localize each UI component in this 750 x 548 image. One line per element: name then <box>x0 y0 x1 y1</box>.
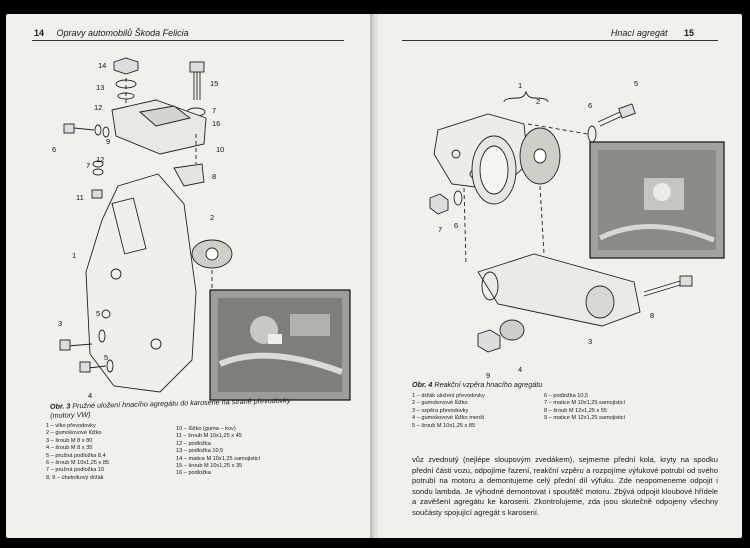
callout-7: 7 <box>212 106 216 115</box>
legend-item: 3 – vzpěra převodovky <box>412 407 469 414</box>
legend-item: 7 – pružná podložka 10 <box>46 467 105 474</box>
callout-12b: 12 <box>96 155 104 164</box>
callout-3: 3 <box>588 337 592 346</box>
figure-3-legend-col1: 1 – víko převodovky 2 – gumokovové lůžko… <box>46 423 109 482</box>
right-page-header: Hnací agregát 15 <box>611 28 694 38</box>
right-page: Hnací agregát 15 <box>378 14 742 538</box>
legend-item: 14 – matice M 10x1,25 samojisticí <box>176 455 261 462</box>
legend-item: 8 – šroub M 12x1,25 x 55 <box>544 407 608 414</box>
callout-8: 8 <box>650 311 654 320</box>
callout-4: 4 <box>518 365 522 374</box>
callout-16: 16 <box>212 119 220 128</box>
legend-item: 12 – podložka <box>176 440 211 447</box>
callout-4: 4 <box>88 391 92 400</box>
figure-4-legend-col1: 1 – držák uložení převodovky 2 – gumokov… <box>412 393 485 430</box>
callout-12: 12 <box>94 103 102 112</box>
legend-item: 4 – gumokovové lůžko menší <box>412 415 485 422</box>
callout-10: 10 <box>216 145 224 154</box>
callout-1: 1 <box>72 251 76 260</box>
header-rule <box>32 40 344 41</box>
figure-4-legend-col2: 6 – podložka 10,5 7 – matice M 10x1,25 s… <box>544 393 625 423</box>
callout-14: 14 <box>98 61 106 70</box>
legend-item: 3 – šroub M 8 x 80 <box>46 437 93 444</box>
legend-item: 16 – podložka <box>176 470 211 477</box>
callout-8: 8 <box>212 172 216 181</box>
legend-item: 9 – matice M 12x1,25 samojisticí <box>544 415 626 422</box>
legend-item: 11 – šroub M 10x1,25 x 45 <box>176 433 242 440</box>
legend-item: 13 – podložka 10,5 <box>176 448 224 455</box>
legend-item: 10 – lůžko (guma – kov) <box>176 426 236 432</box>
callout-11: 11 <box>76 193 84 202</box>
callout-13: 13 <box>96 83 104 92</box>
body-paragraph: vůz zvednutý (nejlépe sloupovým zvedákem… <box>412 455 718 517</box>
legend-item: 7 – matice M 10x1,25 samojisticí <box>544 400 626 407</box>
legend-item: 2 – gumokovové lůžko <box>412 400 468 407</box>
callout-5: 5 <box>634 79 638 88</box>
callout-6: 6 <box>52 145 56 154</box>
left-page-header: 14 Opravy automobilů Škoda Felicia <box>34 28 189 38</box>
callout-7: 7 <box>438 225 442 234</box>
caption-text-2: (motory VW) <box>50 409 91 420</box>
callout-5: 5 <box>96 309 100 318</box>
figure-3-legend-col2: 10 – lůžko (guma – kov) 11 – šroub M 10x… <box>176 426 260 478</box>
legend-item: 6 – podložka 10,5 <box>544 393 589 399</box>
legend-item: 2 – gumokovové lůžko <box>46 430 102 437</box>
page-number: 15 <box>683 28 694 38</box>
left-page: 14 Opravy automobilů Škoda Felicia <box>6 14 372 538</box>
callout-9: 9 <box>486 371 490 380</box>
callout-6b: 6 <box>454 221 458 230</box>
figure-4-caption: Obr. 4 Reakční vzpěra hnacího agregátu <box>412 380 712 389</box>
callout-1: 1 <box>518 81 522 90</box>
legend-item: 5 – šroub M 10x1,25 x 85 <box>412 422 476 429</box>
callout-2: 2 <box>536 97 540 106</box>
callout-6: 6 <box>588 101 592 110</box>
figure-3-illustration: 14 15 13 7 16 12 6 10 9 12 7 8 11 2 1 3 … <box>52 57 351 401</box>
caption-text: Reakční vzpěra hnacího agregátu <box>434 380 543 389</box>
callout-2: 2 <box>210 213 214 222</box>
legend-item: 8, 9 – úhelníkový držák <box>46 474 104 481</box>
callout-9: 9 <box>106 137 110 146</box>
header-rule <box>402 40 718 41</box>
running-title: Opravy automobilů Škoda Felicia <box>56 28 189 38</box>
callout-3: 3 <box>58 319 62 328</box>
legend-item: 6 – šroub M 10x1,25 x 85 <box>46 460 110 467</box>
page-number: 14 <box>34 28 45 38</box>
callout-7b: 7 <box>86 161 90 170</box>
callout-5b: 5 <box>104 353 108 362</box>
book-gutter <box>370 14 380 538</box>
running-title: Hnací agregát <box>610 28 668 38</box>
legend-item: 5 – pružná podložka 8,4 <box>46 452 106 459</box>
legend-item: 15 – šroub M 10x1,25 x 35 <box>176 463 243 470</box>
legend-item: 1 – držák uložení převodovky <box>412 393 485 399</box>
caption-label: Obr. 4 <box>412 380 433 389</box>
legend-item: 4 – šroub M 8 x 35 <box>46 445 93 452</box>
figure-4-illustration: 1 2 5 6 7 6 8 3 9 4 <box>429 79 725 380</box>
legend-item: 1 – víko převodovky <box>46 423 96 429</box>
callout-15: 15 <box>210 79 218 88</box>
